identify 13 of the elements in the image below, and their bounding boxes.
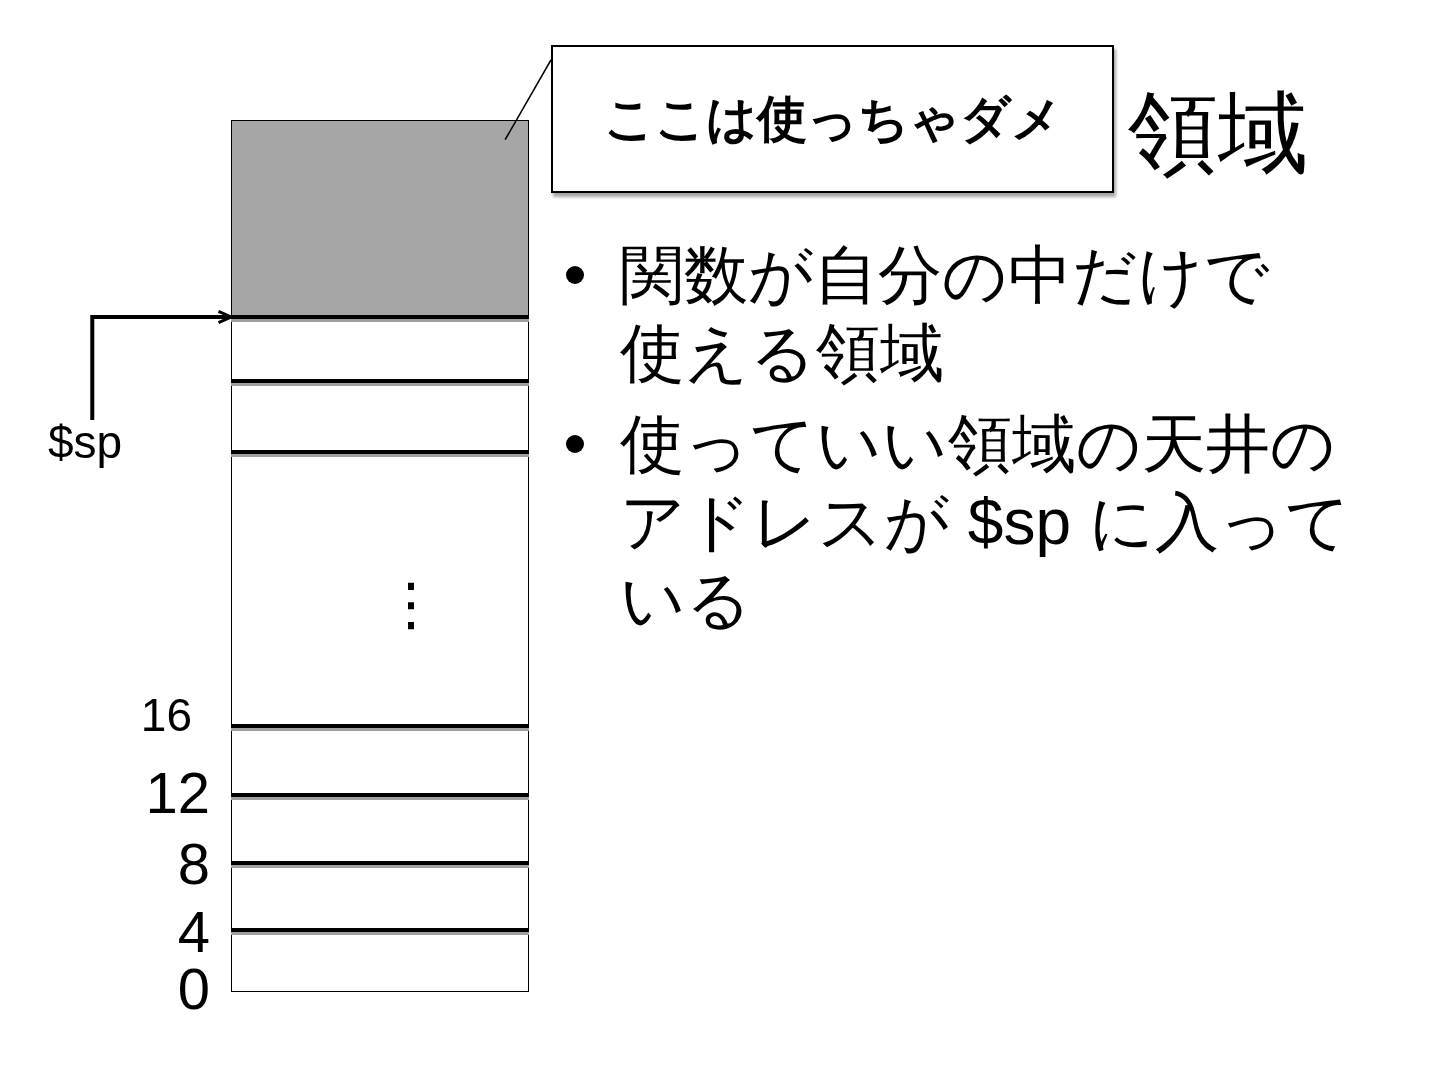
bullet-text: 使っていい領域の天井のアドレスが $sp に入っている xyxy=(620,407,1352,638)
address-number: 4 xyxy=(176,903,210,961)
bullet-text: 関数が自分の中だけで使える領域 xyxy=(620,238,1271,391)
address-number: 12 xyxy=(144,764,210,822)
address-number: 0 xyxy=(176,960,210,1018)
arrow xyxy=(90,309,233,420)
shaded-memory-block xyxy=(231,120,529,317)
leader-line xyxy=(504,59,552,141)
callout-box: ここは使っちゃダメ xyxy=(551,45,1114,193)
address-number: 8 xyxy=(176,835,210,893)
address-number: 16 xyxy=(139,692,192,738)
ellipsis-text: ⋮ xyxy=(382,575,432,633)
slide-title: 領域 xyxy=(1128,88,1308,178)
